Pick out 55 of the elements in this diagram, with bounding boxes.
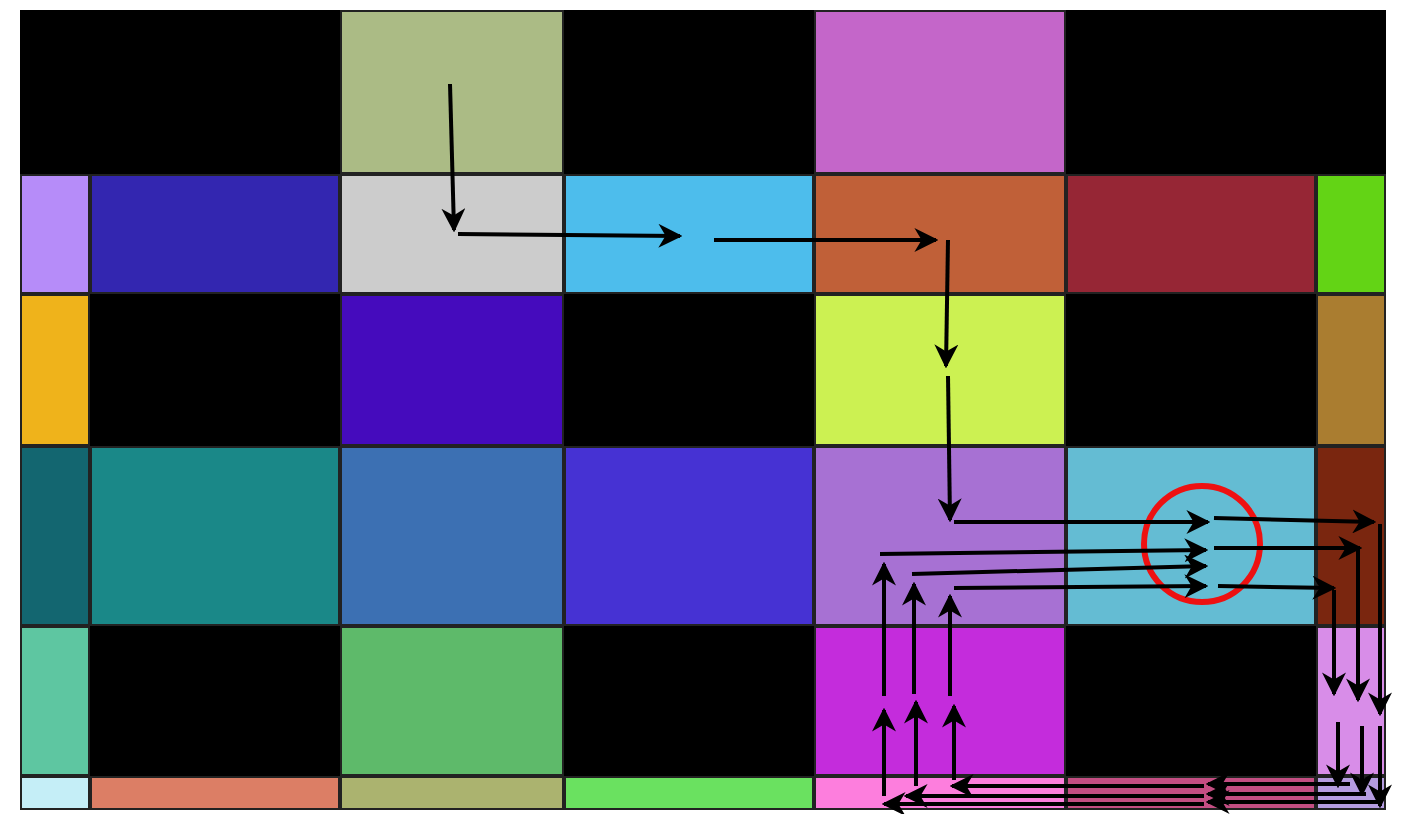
grid-cell <box>340 174 564 294</box>
arrow <box>872 561 896 696</box>
arrow <box>1346 548 1370 703</box>
grid-cell <box>814 174 1066 294</box>
arrow <box>903 784 1204 808</box>
arrow <box>1217 575 1337 600</box>
arrow <box>954 574 1209 599</box>
arrow <box>937 375 962 523</box>
arrow <box>1214 536 1363 560</box>
arrow <box>954 510 1211 534</box>
arrow <box>441 83 466 233</box>
arrow <box>949 774 1204 798</box>
grid-cell <box>340 294 564 446</box>
grid-cell <box>564 174 814 294</box>
arrow <box>881 792 1204 814</box>
arrow <box>714 228 939 252</box>
arrow <box>872 707 896 796</box>
arrow <box>934 239 959 369</box>
grid-cell <box>564 776 814 810</box>
grid-cell <box>340 776 564 810</box>
grid-cell <box>20 626 90 776</box>
arrow <box>1368 524 1392 717</box>
arrow <box>1326 722 1350 789</box>
grid-cell <box>1316 294 1386 446</box>
grid-cell <box>814 10 1066 174</box>
grid-cell <box>20 776 90 810</box>
grid-cell <box>90 776 340 810</box>
arrow <box>1205 790 1380 814</box>
arrow <box>938 593 962 696</box>
grid-cell <box>814 446 1066 626</box>
arrow <box>1205 782 1366 806</box>
grid-cell <box>814 626 1066 776</box>
arrow <box>942 703 966 780</box>
arrow <box>904 699 928 786</box>
grid-cell <box>20 294 90 446</box>
grid-cell <box>1066 174 1316 294</box>
grid-cell <box>20 174 90 294</box>
grid-cell <box>20 446 90 626</box>
arrow <box>902 581 926 694</box>
grid-cell <box>90 174 340 294</box>
grid-cell <box>1316 174 1386 294</box>
grid-cell <box>340 10 564 174</box>
grid-cell <box>564 446 814 626</box>
grid-cell <box>340 446 564 626</box>
arrow <box>1213 509 1377 534</box>
grid-cell <box>90 446 340 626</box>
arrow <box>1350 726 1374 797</box>
grid-cell <box>340 626 564 776</box>
arrow <box>1368 726 1392 809</box>
arrow <box>911 554 1209 579</box>
arrow <box>1322 590 1346 697</box>
arrow <box>1205 772 1350 796</box>
grid-cell <box>814 294 1066 446</box>
arrow <box>457 223 683 248</box>
arrow <box>879 538 1209 563</box>
